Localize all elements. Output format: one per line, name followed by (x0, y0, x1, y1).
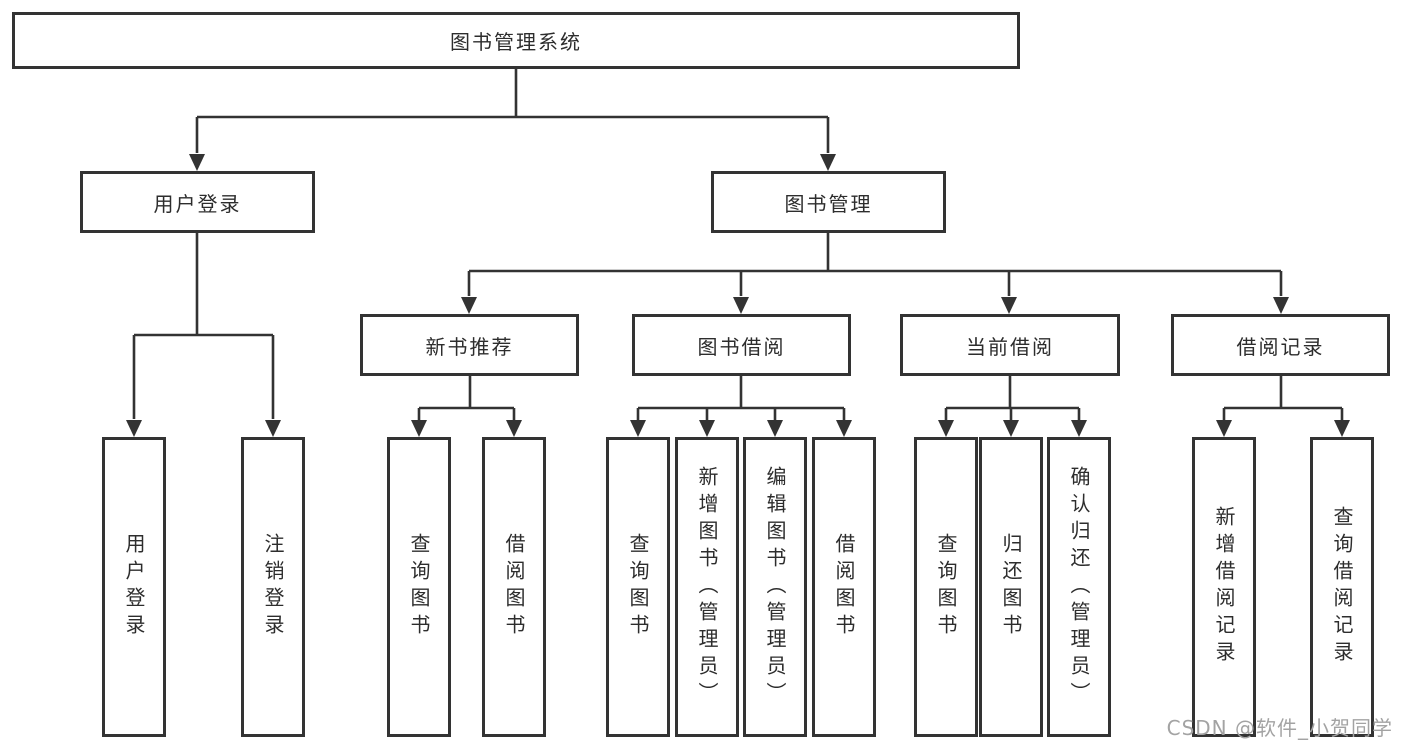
leaf-confirm-return-admin: 确认归还（管理员） (1047, 437, 1111, 737)
leaf-add-books-admin: 新增图书（管理员） (675, 437, 739, 737)
node-current-borrowing: 当前借阅 (900, 314, 1120, 376)
node-library-management-system: 图书管理系统 (12, 12, 1020, 69)
watermark: CSDN @软件_小贺同学 (1166, 716, 1393, 740)
leaf-add-borrow-record: 新增借阅记录 (1192, 437, 1256, 737)
leaf-query-books: 查询图书 (606, 437, 670, 737)
leaf-user-login: 用户登录 (102, 437, 166, 737)
leaf-logout: 注销登录 (241, 437, 305, 737)
leaf-query-books: 查询图书 (387, 437, 451, 737)
leaf-return-books: 归还图书 (979, 437, 1043, 737)
node-book-borrowing: 图书借阅 (632, 314, 851, 376)
leaf-query-borrow-record: 查询借阅记录 (1310, 437, 1374, 737)
node-book-management: 图书管理 (711, 171, 946, 233)
node-borrowing-records: 借阅记录 (1171, 314, 1390, 376)
leaf-edit-books-admin: 编辑图书（管理员） (743, 437, 807, 737)
leaf-borrow-books: 借阅图书 (482, 437, 546, 737)
leaf-query-books: 查询图书 (914, 437, 978, 737)
node-user-login: 用户登录 (80, 171, 315, 233)
leaf-borrow-books: 借阅图书 (812, 437, 876, 737)
node-new-book-recommendation: 新书推荐 (360, 314, 579, 376)
